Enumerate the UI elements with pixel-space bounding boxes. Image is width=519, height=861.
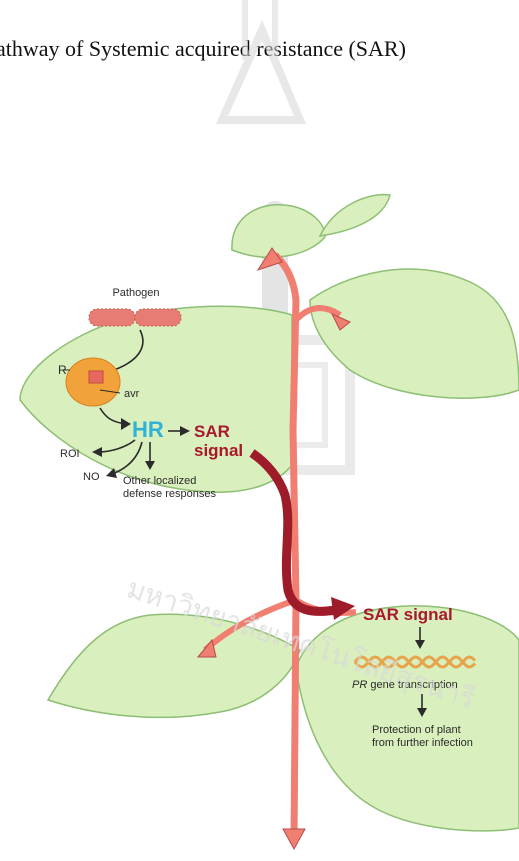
upper-right-leaf	[310, 269, 519, 398]
roi-label: ROI	[60, 448, 80, 460]
hr-label: HR	[132, 417, 164, 442]
top-right-leaf	[320, 195, 390, 236]
top-leaf	[232, 205, 325, 258]
protection-line2: from further infection	[372, 737, 473, 749]
sar-signal-right-label: SAR signal	[363, 605, 453, 624]
sar-signal-left-line2: signal	[194, 441, 243, 460]
infected-leaf	[20, 306, 292, 492]
stem-arrowhead-bottom	[283, 829, 305, 849]
other-responses-line2: defense responses	[123, 488, 216, 500]
avr-effector	[89, 371, 103, 383]
no-label: NO	[83, 471, 100, 483]
protection-line1: Protection of plant	[372, 724, 461, 736]
sar-signal-left-line1: SAR	[194, 422, 230, 441]
pathogen-cell-2	[135, 309, 181, 326]
other-responses-line1: Other localized	[123, 475, 196, 487]
pathogen-cell-1	[89, 309, 135, 326]
avr-label: avr	[124, 388, 140, 400]
pathogen-label: Pathogen	[112, 287, 159, 299]
